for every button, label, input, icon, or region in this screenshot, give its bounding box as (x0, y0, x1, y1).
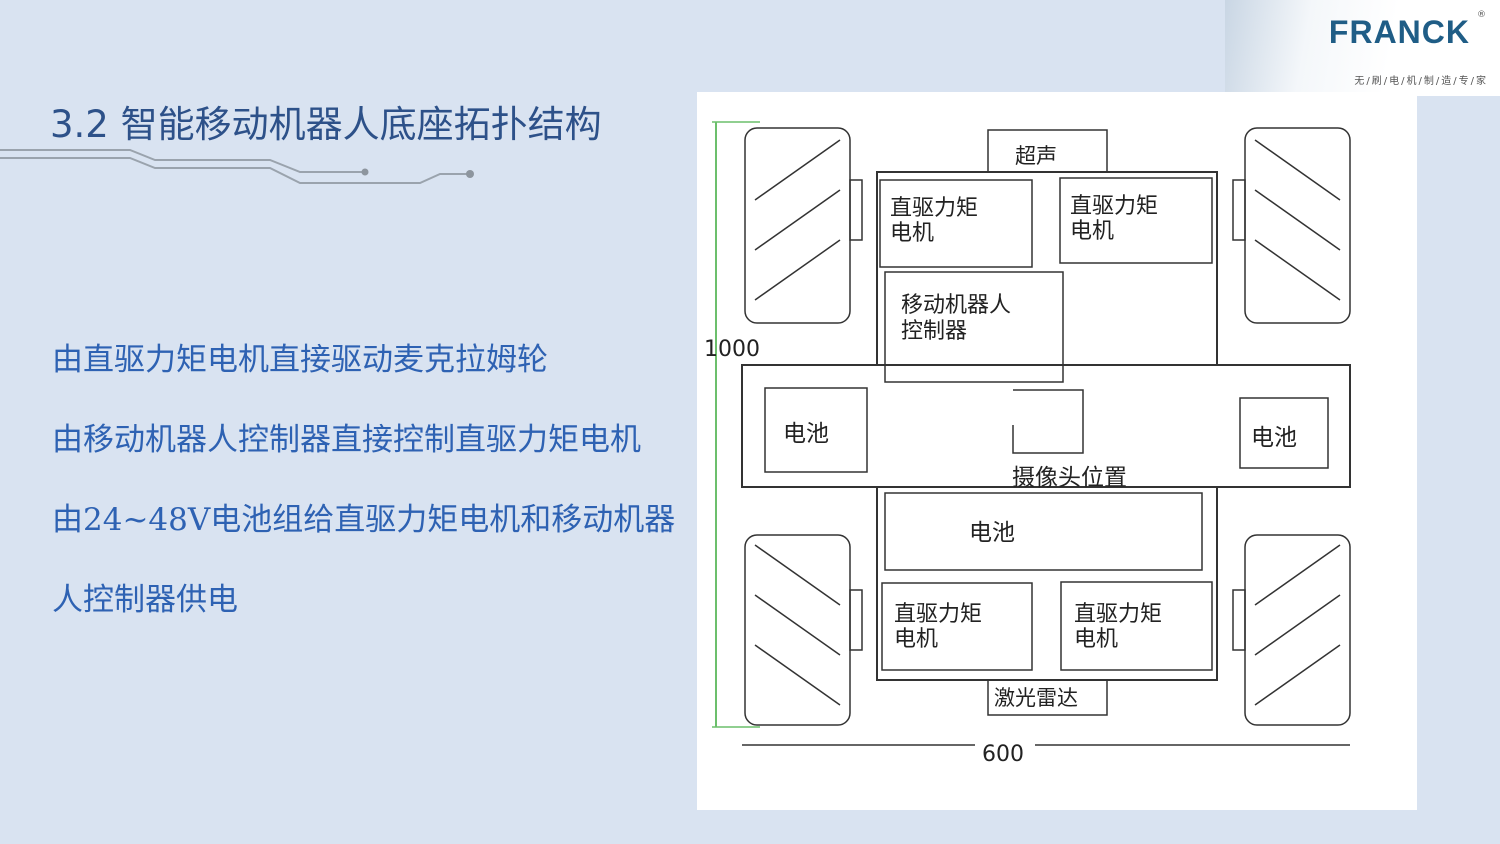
motor-bottom-left: 直驱力矩 电机 (881, 582, 1033, 671)
motor-bottom-right: 直驱力矩 电机 (1060, 581, 1213, 671)
svg-text:电池: 电池 (783, 421, 829, 447)
ultrasonic-sensor (987, 129, 1108, 173)
mecanum-wheel-bottom-right (1232, 534, 1351, 726)
robot-controller: 移动机器人 控制器 (884, 271, 1064, 383)
svg-text:电池: 电池 (969, 520, 1015, 546)
svg-text:移动机器人: 移动机器人 (901, 293, 1011, 318)
svg-text:直驱力矩: 直驱力矩 (1070, 194, 1158, 219)
svg-text:电机: 电机 (894, 627, 938, 652)
mecanum-wheel-top-right (1232, 127, 1351, 324)
battery-center: 电池 (884, 492, 1203, 571)
svg-text:电池: 电池 (1251, 425, 1297, 451)
camera-position-box (1012, 389, 1084, 454)
body-line: 由24~48V电池组给直驱力矩电机和移动机器 (52, 502, 676, 538)
body-line: 由移动机器人控制器直接控制直驱力矩电机 (52, 422, 641, 458)
svg-text:直驱力矩: 直驱力矩 (1074, 602, 1162, 627)
svg-text:电机: 电机 (1070, 219, 1114, 244)
camera-label: 摄像头位置 (1012, 465, 1127, 491)
chassis-diagram: 1000 600 超声 激光雷达 直驱力矩 电机 直驱力矩 电机 直驱力矩 电机… (704, 121, 1351, 767)
ultrasonic-label: 超声 (1015, 144, 1057, 168)
svg-text:电机: 电机 (1074, 627, 1118, 652)
logo-wordmark: FRANCK (1328, 14, 1470, 50)
lidar-sensor (987, 679, 1108, 716)
chassis-diagram-panel: 1000 600 超声 激光雷达 直驱力矩 电机 直驱力矩 电机 直驱力矩 电机… (697, 92, 1417, 810)
svg-text:直驱力矩: 直驱力矩 (894, 602, 982, 627)
battery-right: 电池 (1239, 397, 1329, 469)
mecanum-wheel-top-left (744, 127, 863, 324)
body-line: 人控制器供电 (52, 582, 238, 618)
battery-left: 电池 (764, 387, 868, 473)
circuit-decoration (0, 149, 474, 184)
dim-length-label: 1000 (704, 337, 760, 362)
svg-text:控制器: 控制器 (901, 319, 967, 344)
svg-text:直驱力矩: 直驱力矩 (890, 196, 978, 221)
logo-tagline: 无/刷/电/机/制/造/专/家 (1354, 76, 1488, 87)
motor-top-left: 直驱力矩 电机 (879, 179, 1033, 268)
registered-mark: ® (1477, 10, 1486, 20)
motor-top-right: 直驱力矩 电机 (1059, 177, 1213, 264)
dim-width-label: 600 (982, 742, 1024, 767)
body-line: 由直驱力矩电机直接驱动麦克拉姆轮 (52, 342, 548, 378)
lidar-label: 激光雷达 (994, 686, 1078, 710)
mecanum-wheel-bottom-left (744, 534, 863, 726)
page-title: 3.2 智能移动机器人底座拓扑结构 (50, 103, 602, 146)
franck-logo: FRANCK ® 无/刷/电/机/制/造/专/家 (1225, 0, 1500, 96)
svg-text:电机: 电机 (890, 221, 934, 246)
